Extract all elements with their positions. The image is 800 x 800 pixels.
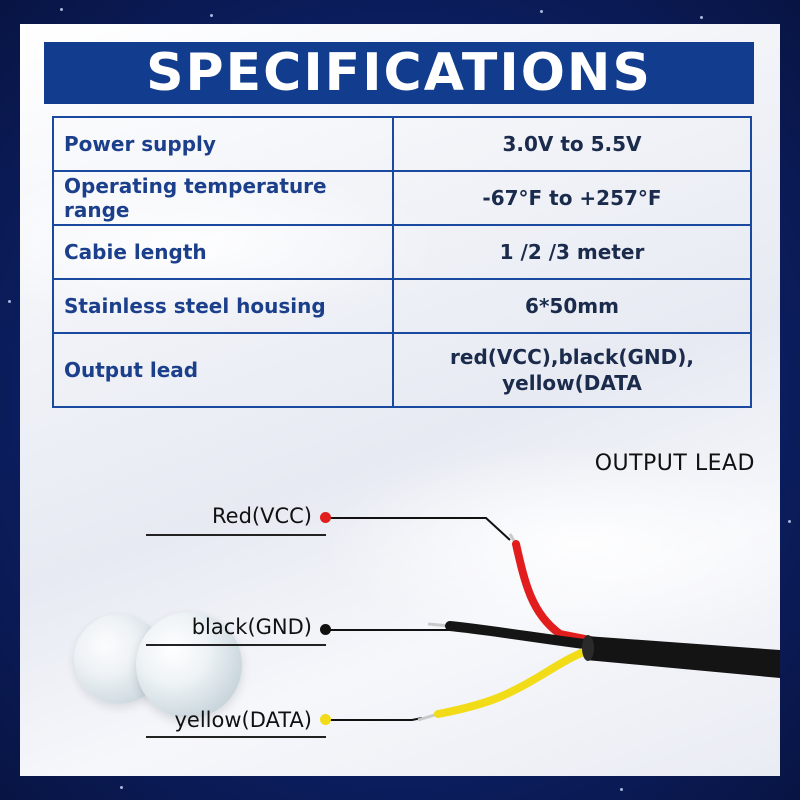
sparkle: [210, 14, 213, 17]
page-title: SPECIFICATIONS: [146, 43, 652, 103]
table-row: Output lead red(VCC),black(GND), yellow(…: [52, 332, 752, 408]
sparkle: [120, 786, 123, 789]
yellow-wire: [434, 644, 599, 718]
cable-sheath: [586, 636, 780, 678]
spec-value-line: red(VCC),black(GND),: [450, 345, 694, 369]
black-wire: [445, 621, 605, 651]
spec-label: Operating temperature range: [52, 170, 394, 226]
lead-label-yellow: yellow(DATA): [174, 708, 312, 732]
red-wire: [512, 540, 604, 646]
spec-value: 3.0V to 5.5V: [392, 116, 752, 172]
label-underline: [146, 644, 326, 646]
spec-table: Power supply 3.0V to 5.5V Operating temp…: [52, 116, 752, 408]
sparkle: [700, 16, 703, 19]
silk-highlight: [320, 444, 780, 644]
output-lead-title: OUTPUT LEAD: [594, 451, 755, 476]
label-underline: [146, 736, 326, 738]
cable-sheath-end: [582, 635, 594, 661]
table-row: Cabie length 1 /2 /3 meter: [52, 224, 752, 280]
lead-label-red: Red(VCC): [212, 504, 312, 528]
black-dot: [320, 624, 331, 635]
yellow-leader-line: [325, 717, 423, 721]
sparkle: [788, 520, 791, 523]
title-banner: SPECIFICATIONS: [44, 42, 754, 104]
table-row: Stainless steel housing 6*50mm: [52, 278, 752, 334]
cable-illustration: [325, 517, 780, 722]
table-row: Operating temperature range -67°F to +25…: [52, 170, 752, 226]
sparkle: [8, 300, 11, 303]
sparkle: [540, 10, 543, 13]
spec-value: red(VCC),black(GND), yellow(DATA: [392, 332, 752, 408]
spec-label: Cabie length: [52, 224, 394, 280]
pearl-decoration: [136, 612, 242, 718]
yellow-dot: [320, 714, 331, 725]
content-panel: SPECIFICATIONS Power supply 3.0V to 5.5V…: [20, 24, 780, 776]
spec-label: Power supply: [52, 116, 394, 172]
red-dot: [320, 512, 331, 523]
spec-value: 1 /2 /3 meter: [392, 224, 752, 280]
red-leader-line: [325, 517, 511, 541]
lead-label-black: black(GND): [191, 615, 312, 639]
table-row: Power supply 3.0V to 5.5V: [52, 116, 752, 172]
spec-value-line: yellow(DATA: [502, 371, 642, 395]
spec-label: Output lead: [52, 332, 394, 408]
sparkle: [60, 8, 63, 11]
sparkle: [620, 788, 623, 791]
label-underline: [146, 534, 326, 536]
spec-label: Stainless steel housing: [52, 278, 394, 334]
spec-value: 6*50mm: [392, 278, 752, 334]
spec-value: -67°F to +257°F: [392, 170, 752, 226]
